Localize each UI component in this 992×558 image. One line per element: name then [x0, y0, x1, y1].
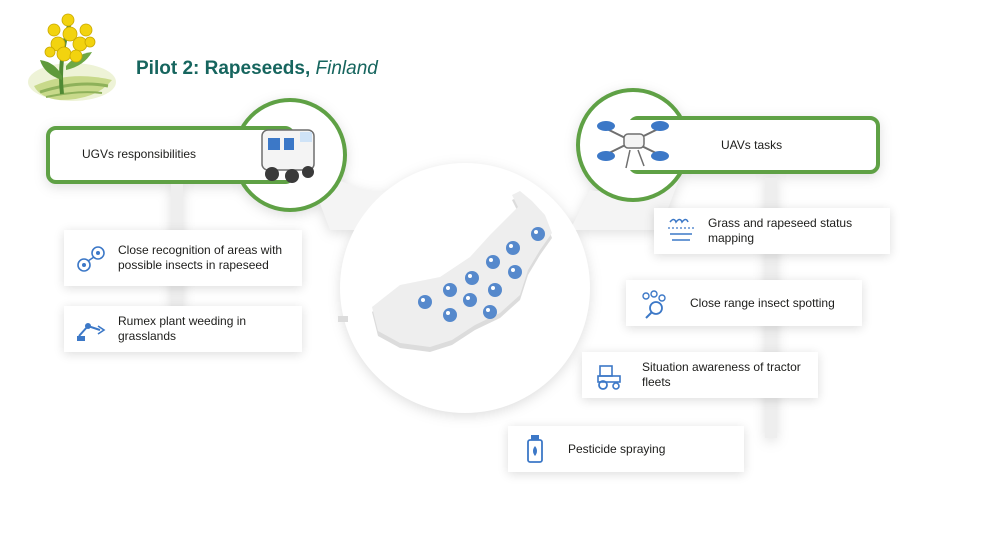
- uav-task-status-mapping: Grass and rapeseed status mapping: [654, 208, 890, 254]
- task-label: Pesticide spraying: [568, 441, 666, 456]
- task-label: Close recognition of areas with possible…: [118, 243, 283, 272]
- tractor-icon: [597, 365, 621, 390]
- pesticide-bottle-icon: [527, 435, 543, 463]
- ugv-task-insect-recognition: Close recognition of areas with possible…: [64, 230, 302, 286]
- robot-arm-icon: [77, 323, 106, 341]
- task-label: Rumex plant weeding in grasslands: [118, 314, 247, 343]
- uav-task-insect-spotting: Close range insect spotting: [626, 280, 862, 326]
- task-label: Close range insect spotting: [690, 295, 835, 310]
- uav-task-pesticide-spraying: Pesticide spraying: [508, 426, 744, 472]
- insect-magnifier-icon: [642, 290, 666, 319]
- page-title: Pilot 2: Rapeseeds, Finland: [136, 58, 378, 79]
- ugv-task-rumex-weeding: Rumex plant weeding in grasslands: [64, 306, 302, 352]
- task-label: Grass and rapeseed status mapping: [708, 216, 853, 245]
- insect-drone-icon: [77, 246, 105, 272]
- crop-mapping-icon: [668, 218, 694, 241]
- uav-header: UAVs tasks: [721, 138, 783, 152]
- task-label: Situation awareness of tractor fleets: [642, 360, 801, 389]
- uav-task-tractor-awareness: Situation awareness of tractor fleets: [582, 352, 818, 398]
- ugv-header: UGVs responsibilities: [82, 147, 197, 161]
